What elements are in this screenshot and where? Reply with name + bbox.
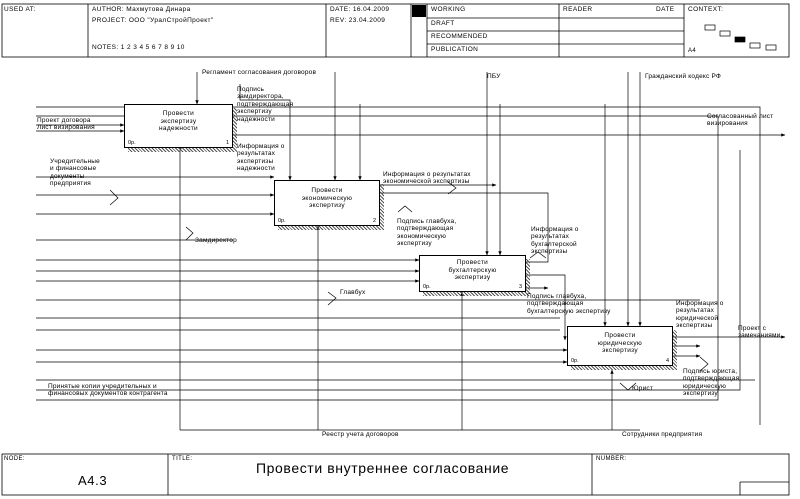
reader-date-label: DATE — [656, 6, 675, 13]
label-registry: Реестр учета договоров — [322, 431, 399, 438]
activity-box-1-title: Провести экспертизу надежности — [159, 110, 198, 133]
project-field: PROJECT: ООО "УралСтройПроект" — [92, 17, 214, 24]
reader-label: READER — [563, 6, 593, 13]
label-info-reliability: Информация о результатах экспертизы наде… — [237, 143, 285, 173]
activity-box-3-number: 3 — [518, 284, 522, 290]
label-info-buh: Информация о результатах бухгалтерской э… — [531, 226, 579, 256]
number-label: NUMBER: — [596, 456, 627, 462]
activity-box-1-cost: 0р. — [128, 140, 136, 146]
title-label: TITLE: — [172, 456, 193, 462]
label-sign-lawyer: Подпись юриста, подтверждающая юридическ… — [683, 368, 740, 398]
author-field: AUTHOR: Махмутова Динара — [92, 6, 191, 13]
activity-box-3[interactable]: Провести бухгалтерскую экспертизу 0р. 3 — [419, 255, 526, 292]
activity-box-3-title: Провести бухгалтерскую экспертизу — [448, 259, 497, 282]
activity-box-4-number: 4 — [665, 358, 669, 364]
context-label: CONTEXT: — [688, 6, 724, 13]
label-pbu: ПБУ — [487, 73, 501, 80]
context-node: A4 — [688, 48, 697, 54]
label-uchred-docs: Учредительные и финансовые документы пре… — [50, 158, 100, 188]
working-status-marker — [412, 5, 426, 17]
label-sign-zamdir: Подпись замдиректора, подтверждающая экс… — [237, 86, 294, 123]
activity-box-1-number: 1 — [225, 140, 229, 146]
label-glavbukh: Главбух — [340, 289, 366, 296]
label-accepted-copies: Принятые копии учредительных и финансовы… — [48, 383, 168, 398]
diagram-title: Провести внутреннее согласование — [256, 460, 510, 476]
rev-field: REV: 23.04.2009 — [330, 17, 386, 24]
label-zamdirektor: Замдиректор — [195, 237, 237, 244]
node-value: A4.3 — [78, 473, 108, 488]
activity-box-2-number: 2 — [372, 218, 376, 224]
label-approved-sheet: Согласованный лист визирования — [707, 113, 774, 128]
activity-box-2[interactable]: Провести экономическую экспертизу 0р. 2 — [274, 180, 380, 226]
label-inputs: Проект договора Лист визирования — [37, 117, 95, 132]
label-reglament: Регламент согласования договоров — [202, 69, 317, 76]
label-info-legal: Информация о результатах юридической экс… — [676, 300, 724, 330]
label-project-remarks: Проект с замечаниями — [738, 325, 781, 340]
node-label: NODE: — [4, 456, 26, 462]
activity-box-1[interactable]: Провести экспертизу надежности 0р. 1 — [124, 104, 233, 148]
date-field: DATE: 16.04.2009 — [330, 6, 390, 13]
activity-box-4-title: Провести юридическую экспертизу — [597, 332, 643, 355]
label-civil-code: Гражданский кодекс РФ — [645, 73, 722, 80]
label-employees: Сотрудники предприятия — [622, 431, 703, 438]
activity-box-4[interactable]: Провести юридическую экспертизу 0р. 4 — [567, 326, 673, 366]
used-at-label: USED AT: — [4, 6, 36, 13]
label-sign-glavbukh-econ: Подпись главбуха, подтверждающая экономи… — [397, 218, 457, 248]
label-info-econ: Информация о результатах экономической э… — [383, 171, 471, 186]
label-sign-glavbukh-buh: Подпись главбуха, подтверждающая бухгалт… — [527, 293, 611, 315]
recommended-label: RECOMMENDED — [431, 33, 488, 40]
label-lawyer: Юрист — [632, 385, 654, 392]
activity-box-2-cost: 0р. — [278, 218, 286, 224]
working-label: WORKING — [431, 6, 466, 13]
notes-field: NOTES: 1 2 3 4 5 6 7 8 9 10 — [92, 44, 185, 51]
draft-label: DRAFT — [431, 20, 455, 27]
activity-box-2-title: Провести экономическую экспертизу — [301, 187, 353, 210]
activity-box-4-cost: 0р. — [571, 358, 579, 364]
publication-label: PUBLICATION — [431, 46, 479, 53]
activity-box-3-cost: 0р. — [423, 284, 431, 290]
